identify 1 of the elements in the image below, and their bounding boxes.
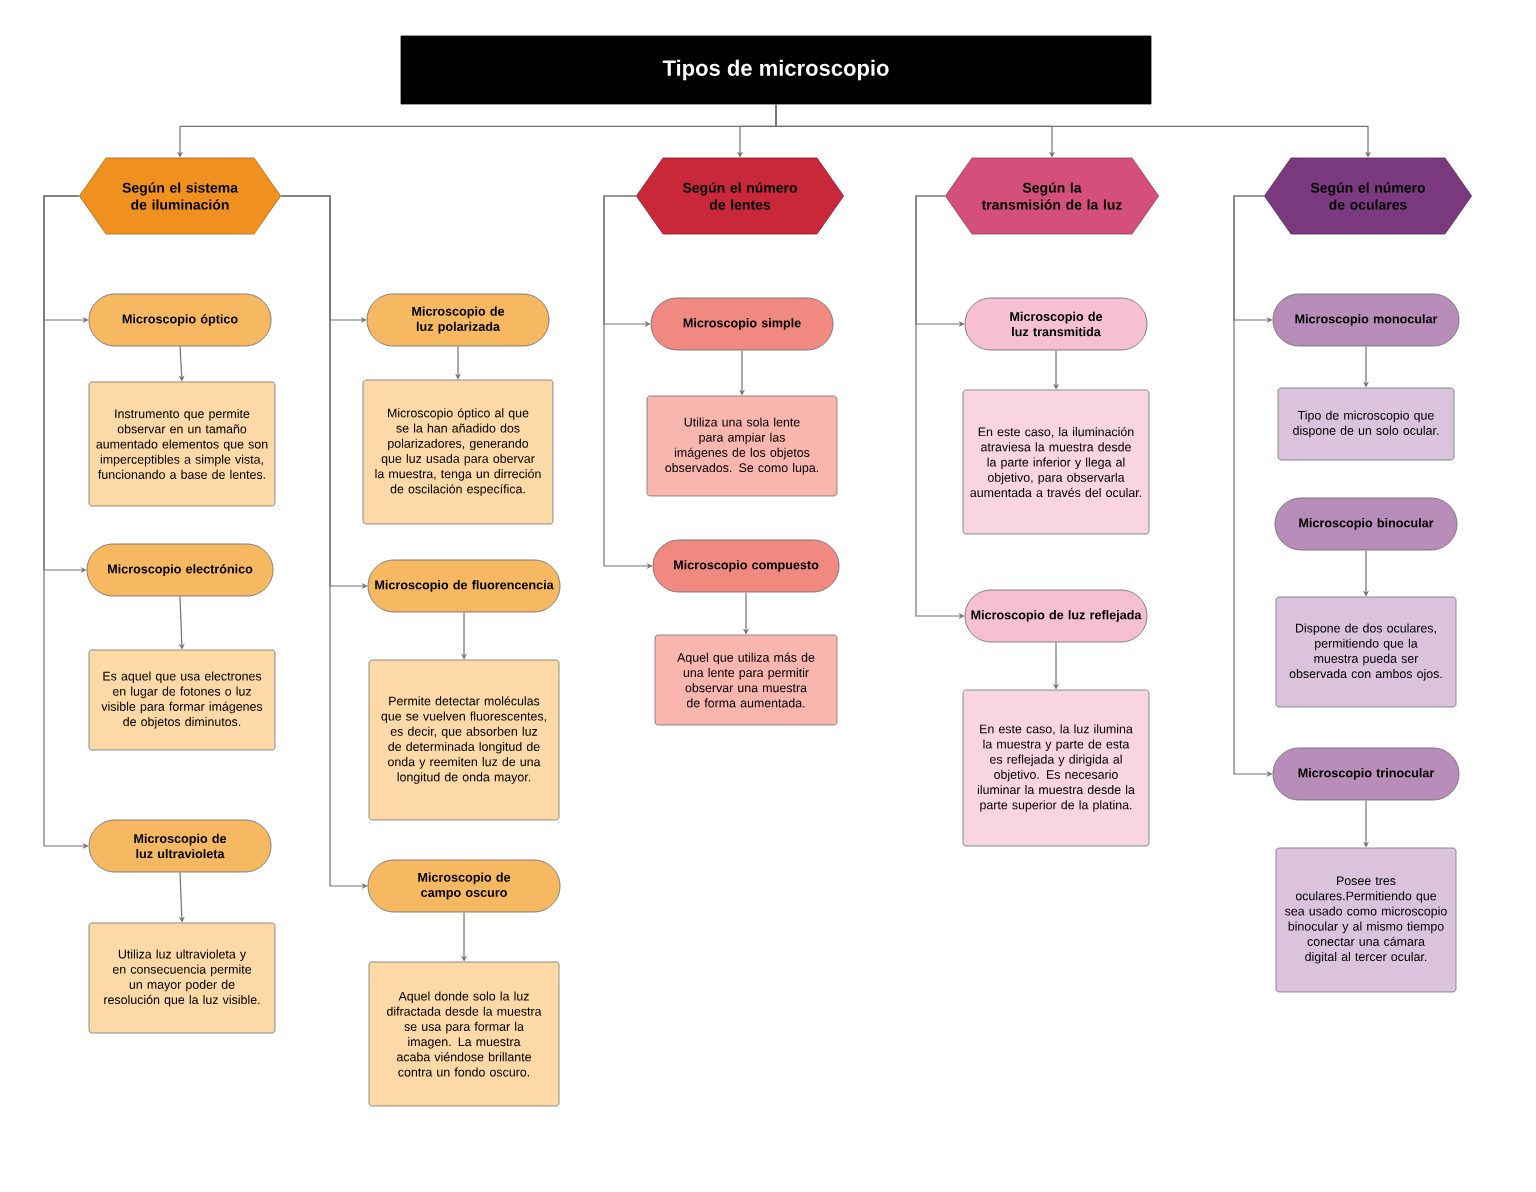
title-banner: Tipos de microscopio (400, 35, 1152, 105)
